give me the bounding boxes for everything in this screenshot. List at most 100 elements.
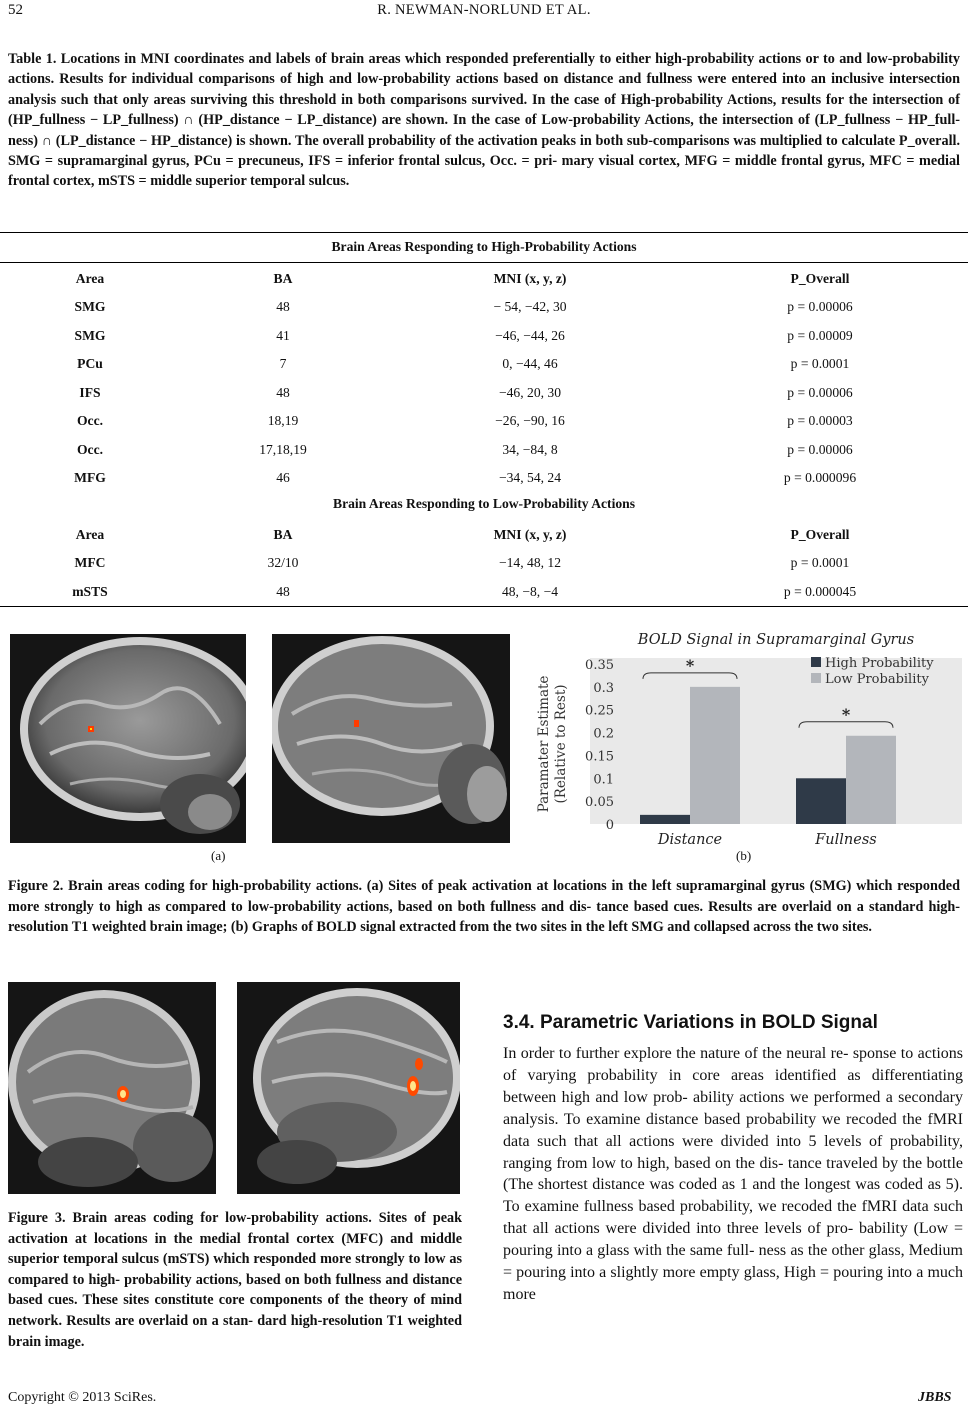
cell-ba: 32/10 — [267, 555, 299, 570]
cell-ba: 48 — [276, 384, 290, 400]
cell-mni: −46, −44, 26 — [495, 327, 565, 343]
legend-swatch — [811, 657, 821, 667]
cell-ba: 48 — [276, 299, 290, 314]
table-row: MFG 46 −34, 54, 24 p = 0.000096 — [0, 465, 968, 493]
cell-area: mSTS — [72, 583, 108, 599]
column-header-area: Area — [75, 271, 105, 286]
significance-bracket — [642, 672, 738, 679]
chart-title: BOLD Signal in Supramarginal Gyrus — [637, 632, 914, 648]
table-bottom-rule — [0, 606, 968, 607]
cell-ba: 17,18,19 — [259, 441, 307, 457]
cell-ba: 41 — [276, 327, 290, 343]
cell-area: IFS — [79, 384, 101, 400]
cell-mni: − 54, −42, 30 — [493, 299, 567, 314]
figure-2a-label: (a) — [211, 848, 226, 863]
y-tick-label: 0.1 — [593, 772, 614, 787]
bar-low-probability — [690, 686, 740, 824]
activation-spot — [354, 720, 359, 727]
footer-copyright: Copyright © 2013 SciRes. — [8, 1390, 157, 1405]
cell-p-overall: p = 0.00006 — [787, 384, 853, 400]
cell-area: SMG — [74, 327, 106, 343]
column-header-p-overall: P_Overall — [790, 527, 850, 542]
table-row: Occ. 17,18,19 34, −84, 8 p = 0.00006 — [0, 437, 968, 465]
cell-p-overall: p = 0.00006 — [787, 299, 853, 314]
cell-mni: −34, 54, 24 — [498, 470, 562, 485]
y-axis-label: Paramater Estimate — [536, 676, 552, 813]
cell-p-overall: p = 0.0001 — [790, 356, 850, 371]
y-axis-label: (Relative to Rest) — [553, 684, 569, 803]
cell-p-overall: p = 0.00009 — [787, 327, 853, 343]
table-row: mSTS 48 48, −8, −4 p = 0.000045 — [0, 579, 968, 607]
bold-signal-chart-svg: BOLD Signal in Supramarginal Gyrus00.050… — [536, 632, 962, 848]
cell-area: MFG — [74, 470, 106, 485]
cell-ba: 46 — [276, 470, 290, 485]
cell-p-overall: p = 0.00006 — [787, 441, 853, 457]
y-tick-label: 0.05 — [585, 795, 614, 810]
table-row: MFC 32/10 −14, 48, 12 p = 0.0001 — [0, 550, 968, 578]
legend-label: Low Probability — [825, 672, 930, 687]
figure-2b-label: (b) — [736, 848, 752, 863]
column-header-p-overall: P_Overall — [790, 271, 850, 286]
table-row: SMG 41 −46, −44, 26 p = 0.00009 — [0, 323, 968, 351]
section-heading: 3.4. Parametric Variations in BOLD Signa… — [503, 1012, 878, 1033]
y-tick-label: 0.35 — [585, 658, 614, 673]
y-tick-label: 0.15 — [585, 749, 614, 764]
cell-ba: 48 — [276, 583, 290, 599]
brain-image-fig3-1 — [8, 982, 216, 1194]
cell-mni: −46, 20, 30 — [498, 384, 562, 400]
figure-3-caption: Figure 3. Brain areas coding for low-pro… — [8, 1210, 462, 1350]
significance-marker: * — [686, 656, 695, 675]
y-tick-label: 0.25 — [585, 704, 614, 719]
table-header-row-high: Area BA MNI (x, y, z) P_Overall — [0, 266, 968, 294]
table-header-rule — [0, 262, 968, 263]
significance-bracket — [798, 721, 894, 728]
brain-image-sagittal-2 — [272, 634, 510, 843]
brain-image-fig3-2 — [237, 982, 460, 1194]
cell-mni: −26, −90, 16 — [495, 413, 565, 428]
brain-image-sagittal-1 — [10, 634, 246, 843]
column-header-ba: BA — [273, 527, 293, 542]
cell-area: Occ. — [76, 441, 104, 457]
cell-mni: 34, −84, 8 — [502, 441, 558, 457]
y-tick-label: 0.3 — [593, 681, 614, 696]
table-header-row-low: Area BA MNI (x, y, z) P_Overall — [0, 522, 968, 550]
cell-p-overall: p = 0.000045 — [783, 583, 857, 599]
cell-area: PCu — [77, 356, 103, 371]
activation-spot — [415, 1058, 423, 1070]
section-body: In order to further explore the nature o… — [503, 1045, 963, 1303]
x-category-label: Distance — [657, 832, 722, 848]
bar-high-probability — [640, 814, 690, 824]
low-probability-section-title: Brain Areas Responding to Low-Probabilit… — [333, 496, 635, 511]
cell-ba: 7 — [279, 356, 287, 371]
column-header-area: Area — [75, 527, 105, 542]
cell-p-overall: p = 0.000096 — [783, 470, 857, 485]
cell-ba: 18,19 — [267, 413, 299, 428]
significance-marker: * — [842, 705, 851, 724]
bar-low-probability — [846, 735, 896, 824]
column-header-mni: MNI (x, y, z) — [493, 527, 567, 542]
cell-p-overall: p = 0.0001 — [790, 555, 850, 570]
page-number: 52 — [8, 2, 23, 18]
table-row: SMG 48 − 54, −42, 30 p = 0.00006 — [0, 294, 968, 322]
cell-area: SMG — [74, 299, 106, 314]
plot-area — [590, 658, 962, 824]
cell-mni: 48, −8, −4 — [501, 583, 559, 599]
figure-2-caption: Figure 2. Brain areas coding for high-pr… — [8, 878, 960, 936]
column-header-mni: MNI (x, y, z) — [493, 271, 567, 286]
column-header-ba: BA — [273, 271, 293, 286]
legend-swatch — [811, 673, 821, 683]
running-head: R. NEWMAN-NORLUND ET AL. — [377, 2, 591, 18]
high-probability-section-title: Brain Areas Responding to High-Probabili… — [331, 239, 637, 254]
cell-area: MFC — [74, 555, 106, 570]
legend-label: High Probability — [825, 656, 934, 671]
y-tick-label: 0.2 — [593, 727, 614, 742]
table-row: IFS 48 −46, 20, 30 p = 0.00006 — [0, 380, 968, 408]
x-category-label: Fullness — [814, 832, 876, 848]
table-row: PCu 7 0, −44, 46 p = 0.0001 — [0, 351, 968, 379]
cell-mni: −14, 48, 12 — [498, 555, 562, 570]
footer-journal: JBBS — [918, 1390, 952, 1405]
table-top-rule — [0, 232, 968, 233]
table-caption: Table 1. Locations in MNI coordinates an… — [8, 51, 960, 190]
cell-mni: 0, −44, 46 — [502, 356, 558, 371]
